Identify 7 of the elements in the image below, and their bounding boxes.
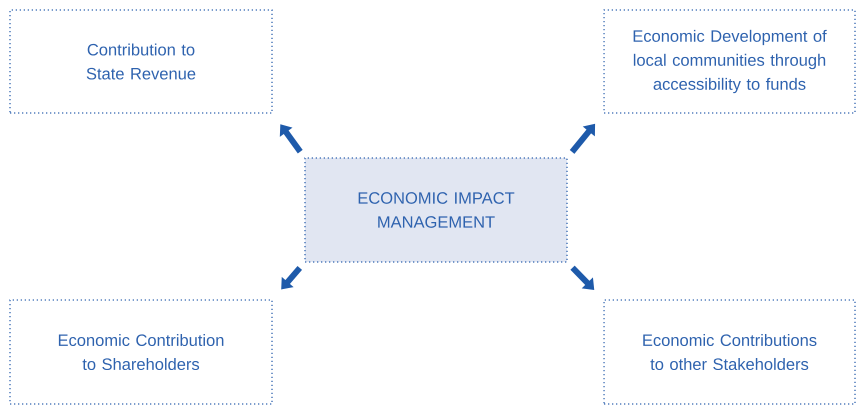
text-box: Contribution to State Revenue <box>9 9 273 114</box>
block-arrow <box>570 266 594 290</box>
block-arrow <box>281 266 302 290</box>
central-box: ECONOMIC IMPACT MANAGEMENT <box>304 157 568 263</box>
text-box: Economic Contributions to other Stakeholders <box>603 299 856 405</box>
text-box: Economic Contribution to Shareholders <box>9 299 273 405</box>
text-box: Economic Development of local communities through accessibility to funds <box>603 9 856 114</box>
